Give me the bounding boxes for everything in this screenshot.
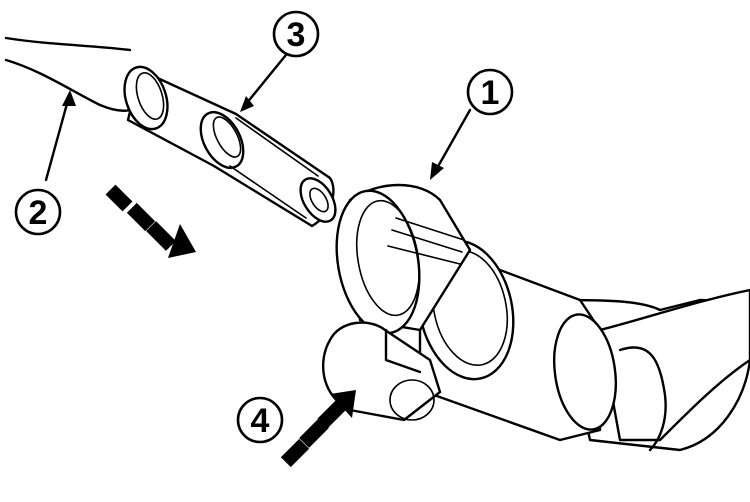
female-connector-body: [322, 183, 750, 452]
callout-2-label: 2: [29, 194, 48, 232]
callout-3-label: 3: [287, 16, 306, 54]
callout-1: 1: [466, 68, 514, 116]
callout-4: 4: [236, 396, 284, 444]
clip-push-arrow: [280, 390, 356, 468]
leader-lines: [44, 48, 472, 182]
callout-4-label: 4: [251, 402, 270, 440]
insert-direction-arrow: [105, 184, 196, 258]
callout-2: 2: [14, 188, 62, 236]
callout-3: 3: [272, 10, 320, 58]
fuel-line-hose: [4, 36, 132, 112]
callout-1-label: 1: [481, 74, 500, 112]
tube-male-end: [123, 65, 337, 228]
